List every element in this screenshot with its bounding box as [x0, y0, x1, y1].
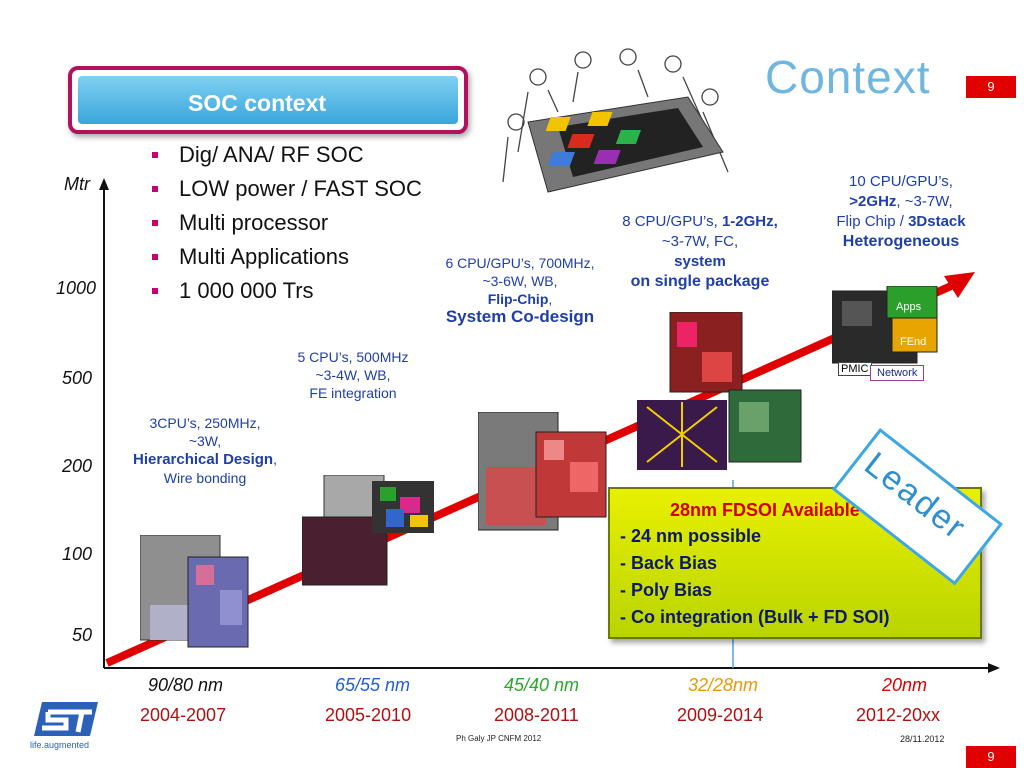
- chip-image-90nm: [140, 535, 249, 648]
- gen-years: 2004-2007: [140, 705, 227, 725]
- stack-label-pmic: PMIC: [838, 362, 872, 376]
- chip-image-65nm: [302, 475, 434, 586]
- fdsoi-line: - Poly Bias: [620, 580, 713, 600]
- bullet-item: Dig/ ANA/ RF SOC: [146, 140, 422, 174]
- bullet-list: Dig/ ANA/ RF SOC LOW power / FAST SOC Mu…: [146, 140, 422, 310]
- stack-label-fend: FEnd: [900, 336, 927, 348]
- annotation-20nm: 10 CPU/GPU’s, >2GHz, ~3-7W, Flip Chip / …: [836, 173, 966, 250]
- fdsoi-title: 28nm FDSOI Available: [670, 500, 860, 520]
- gen-node-45nm: 45/40 nm: [504, 675, 580, 695]
- page-number-top: 9: [966, 76, 1016, 98]
- gen-years: 2005-2010: [325, 705, 412, 725]
- annotation-45nm: 6 CPU/GPU’s, 700MHz,~3-6W, WB, Flip-Chip…: [445, 255, 595, 326]
- bullet-item: 1 000 000 Trs: [146, 276, 422, 310]
- y-tick-200: 200: [62, 456, 93, 476]
- chip-image-32nm: [637, 312, 802, 470]
- bullet-item: Multi Applications: [146, 242, 422, 276]
- y-axis-label: Mtr: [64, 174, 90, 194]
- footer-date: 28/11.2012: [900, 734, 945, 744]
- page-number-bottom: 9: [966, 746, 1016, 768]
- chip-image-45nm: [478, 412, 607, 531]
- logo-tagline: life.augmented: [30, 740, 90, 750]
- st-logo: [34, 702, 98, 736]
- chip-image-20nm: [832, 286, 938, 364]
- fdsoi-line: - 24 nm possible: [620, 526, 762, 546]
- y-tick-1000: 1000: [56, 278, 97, 298]
- slide-title: Context: [765, 51, 931, 103]
- y-tick-100: 100: [62, 544, 93, 564]
- soc-context-label: SOC context: [188, 90, 327, 116]
- fdsoi-line: - Co integration (Bulk + FD SOI): [620, 607, 890, 627]
- gen-node-32nm: 32/28nm: [688, 675, 759, 695]
- gen-node-65nm: 65/55 nm: [335, 675, 411, 695]
- annotation-32nm: 8 CPU/GPU’s, 1-2GHz, ~3-7W, FC, system o…: [622, 213, 778, 290]
- gen-years: 2009-2014: [677, 705, 764, 725]
- annotation-65nm: 5 CPU’s, 500MHz~3-4W, WB,FE integration: [297, 349, 409, 401]
- bullet-item: LOW power / FAST SOC: [146, 174, 422, 208]
- bullet-item: Multi processor: [146, 208, 422, 242]
- stack-label-network: Network: [870, 365, 925, 381]
- stack-label-apps: Apps: [896, 301, 922, 313]
- gen-node-90nm: 90/80 nm: [148, 675, 224, 695]
- y-tick-500: 500: [62, 368, 93, 388]
- soc-context-box: SOC context: [68, 66, 468, 134]
- gen-years: 2012-20xx: [856, 705, 941, 725]
- annotation-90nm: 3CPU’s, 250MHz,~3W, Hierarchical Design,…: [133, 415, 277, 486]
- fdsoi-line: - Back Bias: [620, 553, 718, 573]
- gen-years: 2008-2011: [494, 705, 579, 725]
- meeting-illustration: [502, 48, 729, 193]
- gen-node-20nm: 20nm: [882, 675, 928, 695]
- footer-author: Ph Galy JP CNFM 2012: [456, 734, 542, 743]
- y-tick-50: 50: [72, 625, 93, 645]
